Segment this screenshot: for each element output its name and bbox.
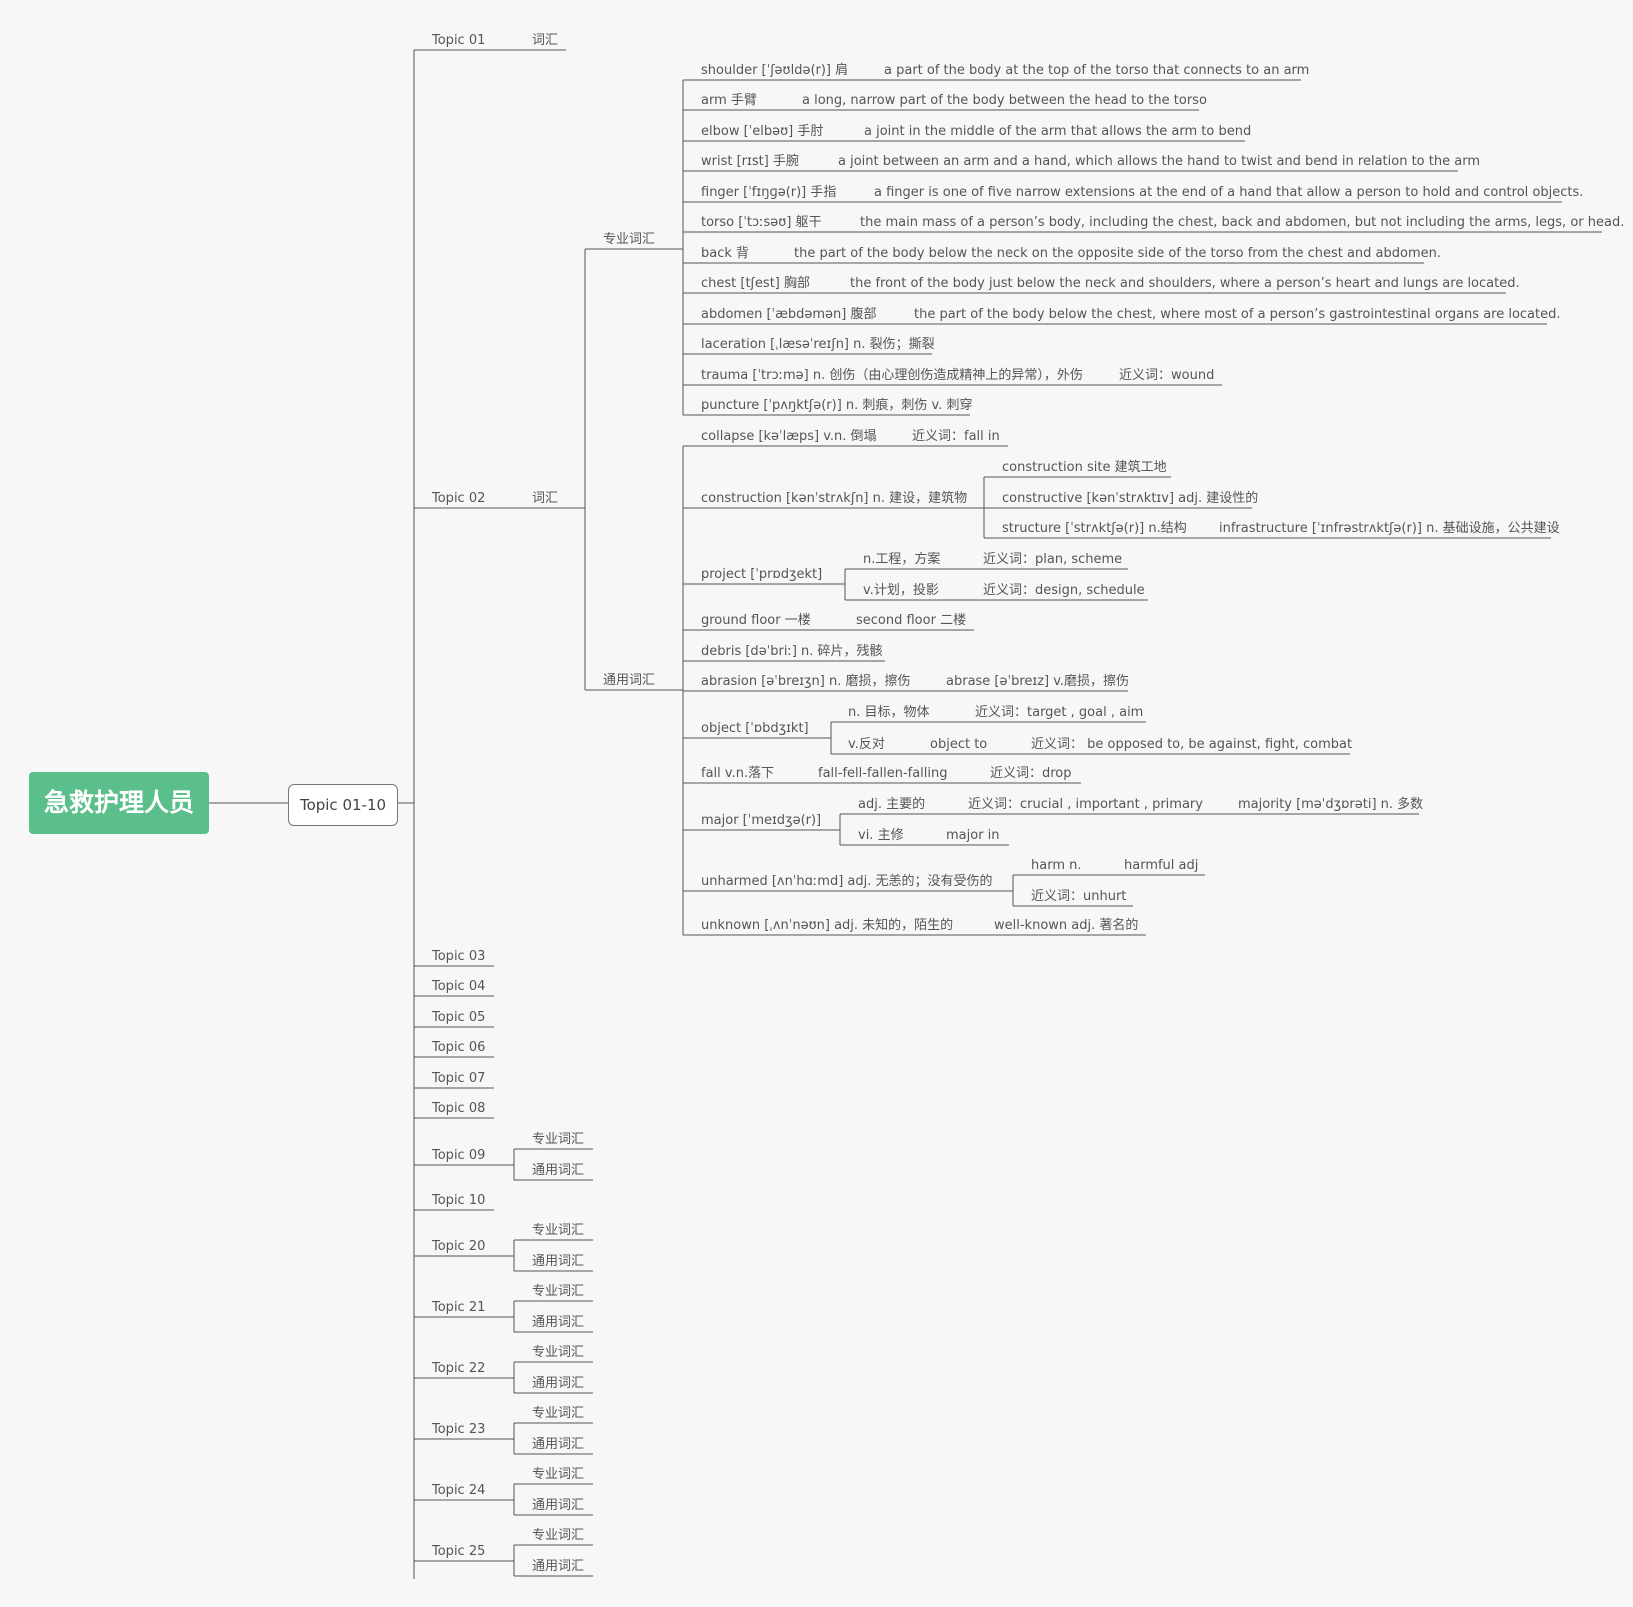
topic-24-gen[interactable]: 通用词汇 [532, 1498, 585, 1513]
topic-09-pro[interactable]: 专业词汇 [532, 1132, 585, 1147]
topic-23-pro[interactable]: 专业词汇 [532, 1406, 585, 1421]
topic-21[interactable]: Topic 21 [432, 1300, 486, 1315]
gen-project[interactable]: project [ˈprɒdʒekt] [701, 567, 823, 582]
topic-05[interactable]: Topic 05 [432, 1010, 486, 1025]
topic-06[interactable]: Topic 06 [432, 1040, 486, 1055]
gen-collapse[interactable]: collapse [kəˈlæps] v.n. 倒塌 [701, 429, 877, 444]
gen-fall-detail[interactable]: fall-fell-fallen-falling [818, 766, 948, 781]
topic-22-gen[interactable]: 通用词汇 [532, 1376, 585, 1391]
object-noun[interactable]: n. 目标，物体 [848, 705, 930, 720]
subtopic-gen[interactable]: 通用词汇 [603, 673, 656, 688]
object-noun-detail[interactable]: 近义词：target , goal , aim [975, 705, 1144, 720]
gen-construction[interactable]: construction [kənˈstrʌkʃn] n. 建设，建筑物 [701, 491, 968, 506]
pro-item-1[interactable]: shoulder [ˈʃəʊldə(r)] 肩 [701, 63, 849, 78]
topic-25[interactable]: Topic 25 [432, 1544, 486, 1559]
topic-02-detail[interactable]: 词汇 [532, 491, 559, 506]
major-adj-detail[interactable]: 近义词：crucial , important , primary [968, 797, 1203, 812]
topic-24-pro[interactable]: 专业词汇 [532, 1467, 585, 1482]
gen-debris[interactable]: debris [dəˈbriː] n. 碎片，残骸 [701, 644, 883, 659]
major-verb[interactable]: vi. 主修 [858, 828, 904, 843]
topic-22[interactable]: Topic 22 [432, 1361, 486, 1376]
topic-25-pro[interactable]: 专业词汇 [532, 1528, 585, 1543]
project-noun-detail[interactable]: 近义词：plan, scheme [983, 552, 1123, 567]
project-verb[interactable]: v.计划，投影 [863, 583, 939, 598]
pro-item-7-detail[interactable]: the part of the body below the neck on t… [794, 246, 1442, 261]
pro-item-6[interactable]: torso [ˈtɔːsəʊ] 躯干 [701, 215, 822, 230]
gen-object[interactable]: object [ˈɒbdʒɪkt] [701, 721, 809, 736]
topic-20[interactable]: Topic 20 [432, 1239, 486, 1254]
gen-unknown-detail[interactable]: well-known adj. 著名的 [994, 918, 1139, 933]
pro-item-4-detail[interactable]: a joint between an arm and a hand, which… [838, 154, 1480, 169]
object-verb-detail[interactable]: 近义词： be opposed to, be against, fight, c… [1031, 737, 1353, 752]
unharmed-harm-detail[interactable]: harmful adj [1124, 858, 1199, 873]
topic-24[interactable]: Topic 24 [432, 1483, 486, 1498]
topic-25-gen[interactable]: 通用词汇 [532, 1559, 585, 1574]
pro-item-8[interactable]: chest [tʃest] 胸部 [701, 276, 810, 291]
topic-21-pro[interactable]: 专业词汇 [532, 1284, 585, 1299]
topic-09[interactable]: Topic 09 [432, 1148, 486, 1163]
pro-item-1-detail[interactable]: a part of the body at the top of the tor… [884, 63, 1310, 78]
pro-item-2[interactable]: arm 手臂 [701, 93, 757, 108]
structure-detail[interactable]: infrastructure [ˈɪnfrəstrʌktʃə(r)] n. 基础… [1219, 521, 1560, 536]
topic-07[interactable]: Topic 07 [432, 1071, 486, 1086]
gen-unharmed[interactable]: unharmed [ʌnˈhɑːmd] adj. 无恙的；没有受伤的 [701, 874, 993, 889]
pro-item-11-detail[interactable]: 近义词：wound [1119, 368, 1215, 383]
gen-abrasion[interactable]: abrasion [əˈbreɪʒn] n. 磨损，擦伤 [701, 674, 911, 689]
gen-major[interactable]: major [ˈmeɪdʒə(r)] [701, 813, 822, 828]
pro-item-12[interactable]: puncture [ˈpʌŋktʃə(r)] n. 刺痕，刺伤 v. 刺穿 [701, 398, 973, 413]
topic-02[interactable]: Topic 02 [432, 491, 486, 506]
pro-item-3-detail[interactable]: a joint in the middle of the arm that al… [864, 124, 1252, 139]
pro-item-3[interactable]: elbow [ˈelbəʊ] 手肘 [701, 124, 824, 139]
object-verb[interactable]: v.反对 [848, 737, 885, 752]
pro-item-9-detail[interactable]: the part of the body below the chest, wh… [914, 307, 1561, 322]
pro-item-8-detail[interactable]: the front of the body just below the nec… [850, 276, 1520, 291]
pro-item-9[interactable]: abdomen [ˈæbdəmən] 腹部 [701, 307, 877, 322]
pro-item-11[interactable]: trauma [ˈtrɔːmə] n. 创伤（由心理创伤造成精神上的异常），外伤 [701, 368, 1083, 383]
unharmed-syn[interactable]: 近义词：unhurt [1031, 889, 1127, 904]
topic-20-gen[interactable]: 通用词汇 [532, 1254, 585, 1269]
topic-09-gen[interactable]: 通用词汇 [532, 1163, 585, 1178]
topic-04[interactable]: Topic 04 [432, 979, 486, 994]
topic-01-detail[interactable]: 词汇 [532, 33, 559, 48]
pro-item-2-detail[interactable]: a long, narrow part of the body between … [802, 93, 1207, 108]
root-node[interactable]: 急救护理人员 [29, 772, 209, 834]
major-adj[interactable]: adj. 主要的 [858, 797, 926, 812]
pro-item-4[interactable]: wrist [rɪst] 手腕 [701, 154, 799, 169]
gen-ground-floor-detail[interactable]: second floor 二楼 [856, 613, 967, 628]
project-verb-detail[interactable]: 近义词：design, schedule [983, 583, 1145, 598]
topic-21-gen[interactable]: 通用词汇 [532, 1315, 585, 1330]
gen-ground-floor[interactable]: ground floor 一楼 [701, 613, 811, 628]
gen-fall-detail[interactable]: 近义词：drop [990, 766, 1072, 781]
pro-item-5-detail[interactable]: a finger is one of five narrow extension… [874, 185, 1584, 200]
gen-unknown[interactable]: unknown [ˌʌnˈnəʊn] adj. 未知的，陌生的 [701, 918, 954, 933]
object-verb-detail[interactable]: object to [930, 737, 988, 752]
major-adj-detail[interactable]: majority [məˈdʒɒrəti] n. 多数 [1238, 797, 1424, 812]
branch-topic-01-10[interactable]: Topic 01-10 [288, 784, 398, 826]
gen-abrasion-detail[interactable]: abrase [əˈbreɪz] v.磨损，擦伤 [946, 674, 1130, 689]
topic-01[interactable]: Topic 01 [432, 33, 486, 48]
pro-item-7[interactable]: back 背 [701, 246, 750, 261]
topic-08[interactable]: Topic 08 [432, 1101, 486, 1116]
pro-item-6-detail[interactable]: the main mass of a person’s body, includ… [860, 215, 1625, 230]
topic-23[interactable]: Topic 23 [432, 1422, 486, 1437]
pro-item-5[interactable]: finger [ˈfɪŋɡə(r)] 手指 [701, 185, 837, 200]
topic-22-pro[interactable]: 专业词汇 [532, 1345, 585, 1360]
subtopic-pro[interactable]: 专业词汇 [603, 232, 656, 247]
topic-10[interactable]: Topic 10 [432, 1193, 486, 1208]
topic-20-pro[interactable]: 专业词汇 [532, 1223, 585, 1238]
constructive[interactable]: constructive [kənˈstrʌktɪv] adj. 建设性的 [1002, 491, 1259, 506]
structure[interactable]: structure [ˈstrʌktʃə(r)] n.结构 [1002, 521, 1187, 536]
pro-item-10[interactable]: laceration [ˌlæsəˈreɪʃn] n. 裂伤；撕裂 [701, 337, 935, 352]
construction-site[interactable]: construction site 建筑工地 [1002, 460, 1167, 475]
major-verb-detail[interactable]: major in [946, 828, 1000, 843]
topic-23-gen[interactable]: 通用词汇 [532, 1437, 585, 1452]
gen-collapse-detail[interactable]: 近义词：fall in [912, 429, 1000, 444]
gen-fall[interactable]: fall v.n.落下 [701, 766, 775, 781]
project-noun[interactable]: n.工程，方案 [863, 552, 941, 567]
topic-03[interactable]: Topic 03 [432, 949, 486, 964]
unharmed-harm[interactable]: harm n. [1031, 858, 1082, 873]
